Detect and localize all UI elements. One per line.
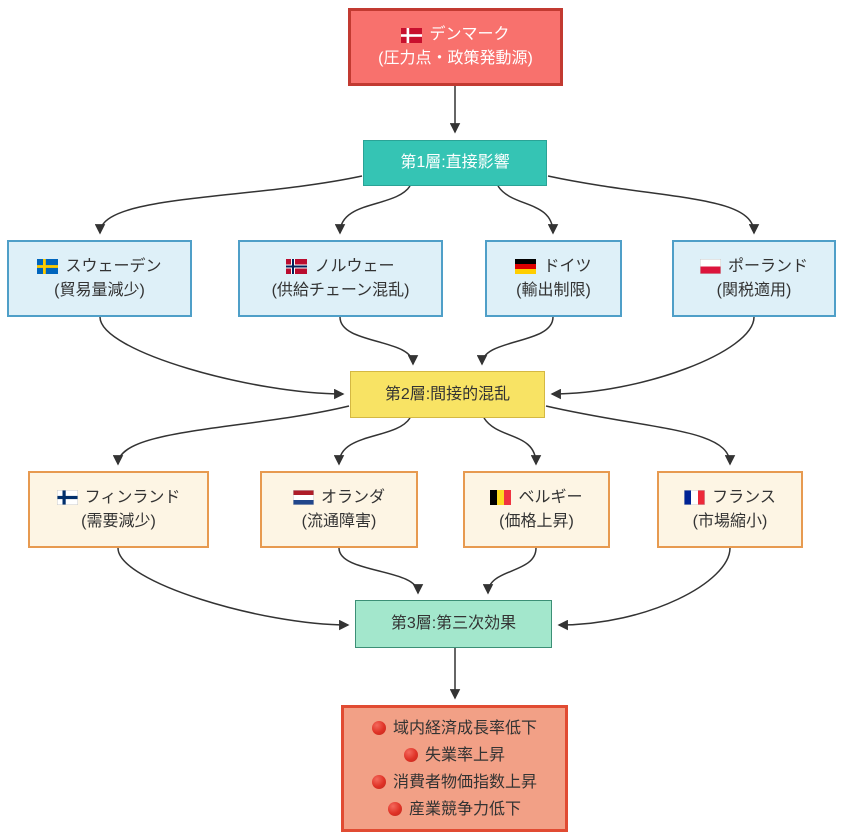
germany-flag-icon bbox=[515, 259, 537, 274]
red-circle-icon bbox=[371, 721, 386, 735]
layer-label: 第1層:直接影響 bbox=[400, 154, 510, 171]
edge-layer2-belgium bbox=[483, 417, 542, 466]
node-layer2: 第2層:間接的混乱 bbox=[350, 371, 545, 418]
node-subtitle: (輸出制限) bbox=[516, 281, 591, 299]
edge-poland-layer2 bbox=[550, 316, 755, 400]
edge-germany-layer2 bbox=[476, 316, 554, 366]
node-title: ドイツ bbox=[515, 255, 592, 279]
node-title: ベルギー bbox=[490, 486, 583, 510]
effect-item: 失業率上昇 bbox=[403, 742, 505, 769]
node-effects: 域内経済成長率低下 失業率上昇 消費者物価指数上昇 産業競争力低下 bbox=[341, 705, 568, 832]
node-finland: フィンランド (需要減少) bbox=[28, 471, 209, 548]
edge-layer1-norway bbox=[334, 185, 411, 235]
node-title: フランス bbox=[684, 486, 776, 510]
edge-belgium-layer3 bbox=[482, 547, 537, 595]
node-subtitle: (市場縮小) bbox=[692, 512, 768, 530]
node-subtitle: (価格上昇) bbox=[499, 512, 574, 530]
node-sweden: スウェーデン (貿易量減少) bbox=[7, 240, 192, 317]
edge-layer2-netherlands bbox=[333, 417, 411, 466]
edge-layer1-poland bbox=[547, 175, 760, 235]
layer-label: 第3層:第三次効果 bbox=[390, 615, 517, 632]
belgium-flag-icon bbox=[490, 490, 512, 505]
sweden-flag-icon bbox=[37, 259, 59, 274]
node-layer1: 第1層:直接影響 bbox=[363, 140, 547, 186]
red-circle-icon bbox=[371, 775, 386, 789]
effect-item: 消費者物価指数上昇 bbox=[371, 769, 537, 796]
node-title: ポーランド bbox=[699, 255, 808, 279]
france-flag-icon bbox=[684, 490, 706, 505]
effect-item: 域内経済成長率低下 bbox=[371, 715, 537, 742]
edge-finland-layer3 bbox=[117, 547, 350, 631]
node-subtitle: (供給チェーン混乱) bbox=[271, 281, 410, 299]
node-title: オランダ bbox=[292, 486, 385, 510]
node-subtitle: (流通障害) bbox=[301, 512, 377, 530]
finland-flag-icon bbox=[56, 490, 78, 505]
node-poland: ポーランド (関税適用) bbox=[672, 240, 836, 317]
node-denmark: デンマーク (圧力点・政策発動源) bbox=[348, 8, 563, 86]
edge-layer1-sweden bbox=[94, 175, 363, 235]
edge-norway-layer2 bbox=[339, 316, 419, 366]
layer-label: 第2層:間接的混乱 bbox=[384, 385, 511, 403]
node-belgium: ベルギー (価格上昇) bbox=[463, 471, 610, 548]
node-layer3: 第3層:第三次効果 bbox=[355, 600, 552, 648]
node-title: スウェーデン bbox=[37, 255, 162, 279]
edge-layer1-germany bbox=[497, 185, 559, 235]
red-circle-icon bbox=[387, 802, 402, 816]
node-title: ノルウェー bbox=[286, 255, 395, 279]
denmark-flag-icon bbox=[401, 27, 423, 43]
node-subtitle: (圧力点・政策発動源) bbox=[378, 50, 533, 67]
poland-flag-icon bbox=[699, 259, 721, 274]
effect-item: 産業競争力低下 bbox=[387, 796, 521, 823]
edge-france-layer3 bbox=[557, 547, 731, 631]
node-title: フィンランド bbox=[56, 486, 180, 510]
norway-flag-icon bbox=[286, 259, 308, 274]
edge-layer2-finland bbox=[112, 405, 350, 466]
node-subtitle: (貿易量減少) bbox=[54, 281, 145, 299]
node-subtitle: (需要減少) bbox=[81, 512, 156, 530]
node-subtitle: (関税適用) bbox=[716, 281, 792, 299]
red-circle-icon bbox=[403, 748, 418, 762]
node-title: デンマーク bbox=[401, 23, 510, 47]
node-france: フランス (市場縮小) bbox=[657, 471, 803, 548]
edge-sweden-layer2 bbox=[99, 316, 345, 400]
node-norway: ノルウェー (供給チェーン混乱) bbox=[238, 240, 443, 317]
edge-layer2-france bbox=[545, 405, 736, 466]
edge-netherlands-layer3 bbox=[338, 547, 424, 595]
node-netherlands: オランダ (流通障害) bbox=[260, 471, 418, 548]
node-germany: ドイツ (輸出制限) bbox=[485, 240, 622, 317]
netherlands-flag-icon bbox=[292, 490, 314, 505]
